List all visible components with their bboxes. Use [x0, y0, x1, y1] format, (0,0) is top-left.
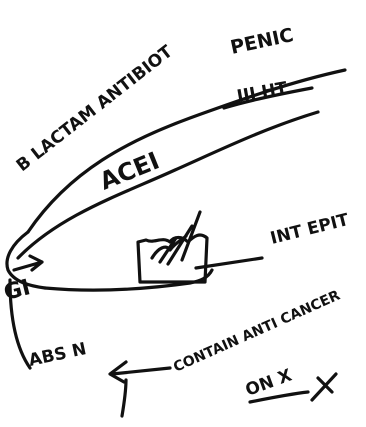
int-epit-label: INT EPIT	[268, 210, 351, 249]
abs-arrow-shaft	[110, 366, 172, 376]
contain-anti-cancer-label: CONTAIN ANTI CANCER	[171, 287, 343, 375]
lower-wall-stroke	[43, 268, 214, 292]
penic-label: PENIC	[228, 24, 295, 59]
on-underline	[248, 390, 310, 404]
gi-label: GI	[1, 275, 33, 306]
iii-ht-label: III HT	[235, 78, 289, 107]
epithelium-shape	[136, 233, 209, 284]
inner-wall-stroke	[16, 110, 320, 260]
lumen-loop-stroke	[5, 230, 47, 290]
gi-arrow-stroke	[12, 254, 44, 272]
iii-ht-underline	[222, 86, 314, 110]
abs-arrow-tail	[120, 378, 128, 418]
abs-arrow-head	[108, 360, 128, 384]
abs-label: ABS N	[27, 339, 88, 371]
epithelium-scribble	[150, 210, 202, 266]
epit-pointer-line	[194, 256, 264, 270]
outer-wall-stroke	[26, 68, 347, 234]
x-mark	[310, 372, 338, 402]
left-vertical-stroke	[8, 278, 32, 370]
